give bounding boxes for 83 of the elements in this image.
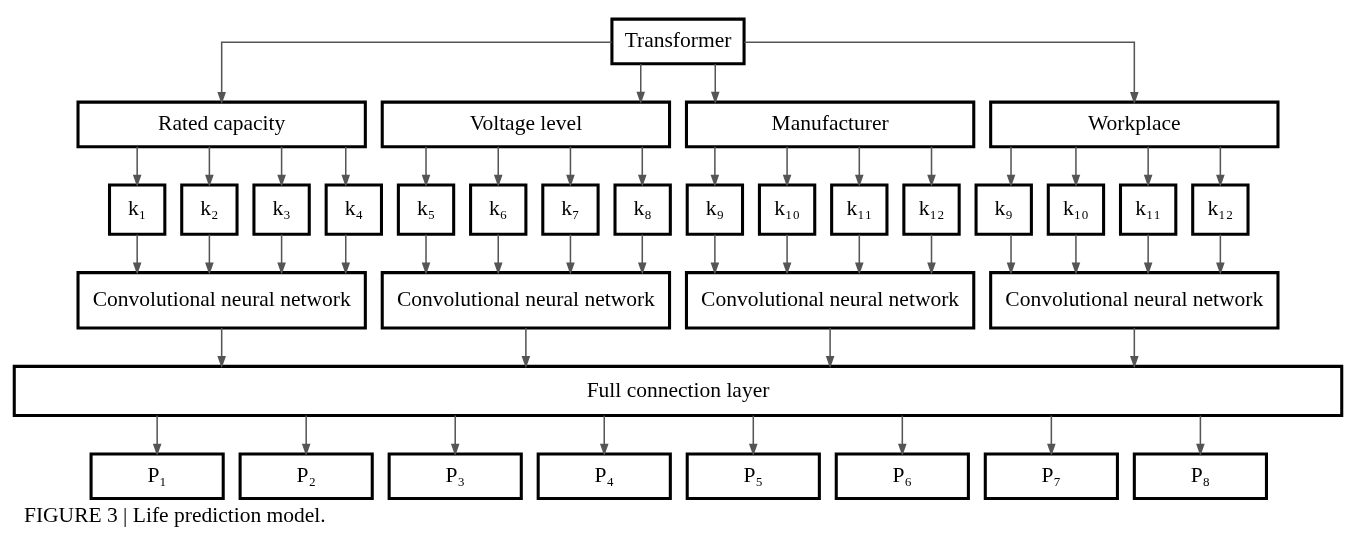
node-box: k₅: [396, 183, 456, 236]
arrow: [205, 145, 214, 187]
arrow: [710, 233, 720, 275]
arrow: [1216, 145, 1225, 187]
arrow: [637, 233, 647, 275]
arrow: [217, 40, 613, 104]
arrow: [217, 326, 226, 368]
arrow: [1130, 326, 1139, 368]
node-box: k₈: [613, 183, 672, 236]
arrow: [927, 233, 936, 275]
node-box: k₂: [180, 183, 239, 236]
node-box: Voltage level: [380, 100, 672, 148]
arrow: [450, 414, 460, 456]
arrow: [927, 145, 936, 187]
node-box: k₁₁: [1118, 183, 1178, 236]
arrow: [782, 233, 792, 275]
node-box: k₉: [974, 183, 1033, 236]
arrow: [132, 233, 142, 275]
arrow: [743, 40, 1139, 104]
node-box: Full connection layer: [12, 364, 1344, 417]
node-box: P₂: [238, 451, 374, 500]
node-box: k₁₀: [757, 183, 817, 236]
arrow: [637, 145, 647, 187]
node-box: P₃: [387, 451, 523, 500]
node-box: k₁₂: [1191, 183, 1250, 236]
arrow: [748, 414, 758, 456]
arrow: [599, 414, 609, 456]
arrow: [1047, 414, 1056, 456]
arrow: [421, 233, 431, 275]
arrow: [205, 233, 214, 275]
arrow: [1143, 145, 1153, 187]
arrow: [782, 145, 792, 187]
node-box: P₄: [536, 451, 672, 500]
arrow: [710, 145, 720, 187]
arrow: [825, 326, 835, 368]
arrow: [277, 233, 286, 275]
arrow: [277, 145, 286, 187]
node-box: k₁₂: [902, 183, 961, 236]
arrow: [1143, 233, 1153, 275]
arrow: [152, 414, 162, 456]
node-box: k₁₁: [830, 183, 889, 236]
arrow: [301, 414, 311, 456]
caption: FIGURE 3 | Life prediction model.: [23, 502, 326, 527]
node-box: k₆: [469, 183, 528, 236]
arrow: [855, 145, 864, 187]
node-box: P₁: [89, 451, 225, 500]
arrow: [1006, 233, 1016, 275]
arrow: [521, 326, 531, 368]
node-box: P₇: [983, 451, 1119, 500]
arrow: [1006, 145, 1016, 187]
node-box: Workplace: [989, 100, 1280, 148]
node-box: k₇: [541, 183, 600, 236]
arrow: [898, 414, 907, 456]
arrow: [566, 233, 575, 275]
node-box: P₈: [1132, 451, 1268, 500]
arrow: [341, 233, 351, 275]
node-box: k₄: [324, 183, 383, 236]
arrow: [710, 62, 720, 104]
node-box: Transformer: [610, 17, 746, 65]
node-box: P₅: [685, 451, 821, 500]
arrow: [132, 145, 142, 187]
node-box: k₁: [108, 183, 167, 236]
arrow: [1071, 145, 1081, 187]
arrow: [1216, 233, 1225, 275]
node-box: k₁₀: [1046, 183, 1106, 236]
node-box: k₉: [685, 183, 745, 236]
arrow: [855, 233, 864, 275]
arrow: [421, 145, 431, 187]
arrow: [493, 145, 503, 187]
node-box: Rated capacity: [76, 100, 367, 148]
node-box: Convolutional neural network: [380, 270, 672, 329]
arrow: [636, 62, 646, 104]
node-box: P₆: [834, 451, 970, 500]
node-box: Convolutional neural network: [989, 270, 1280, 329]
arrow: [341, 145, 351, 187]
node-box: Convolutional neural network: [76, 270, 367, 329]
arrow: [1071, 233, 1081, 275]
arrow: [566, 145, 575, 187]
node-box: k₃: [252, 183, 311, 236]
node-box: Convolutional neural network: [684, 270, 976, 329]
arrow: [1196, 414, 1205, 456]
node-box: Manufacturer: [684, 100, 976, 148]
arrow: [493, 233, 503, 275]
